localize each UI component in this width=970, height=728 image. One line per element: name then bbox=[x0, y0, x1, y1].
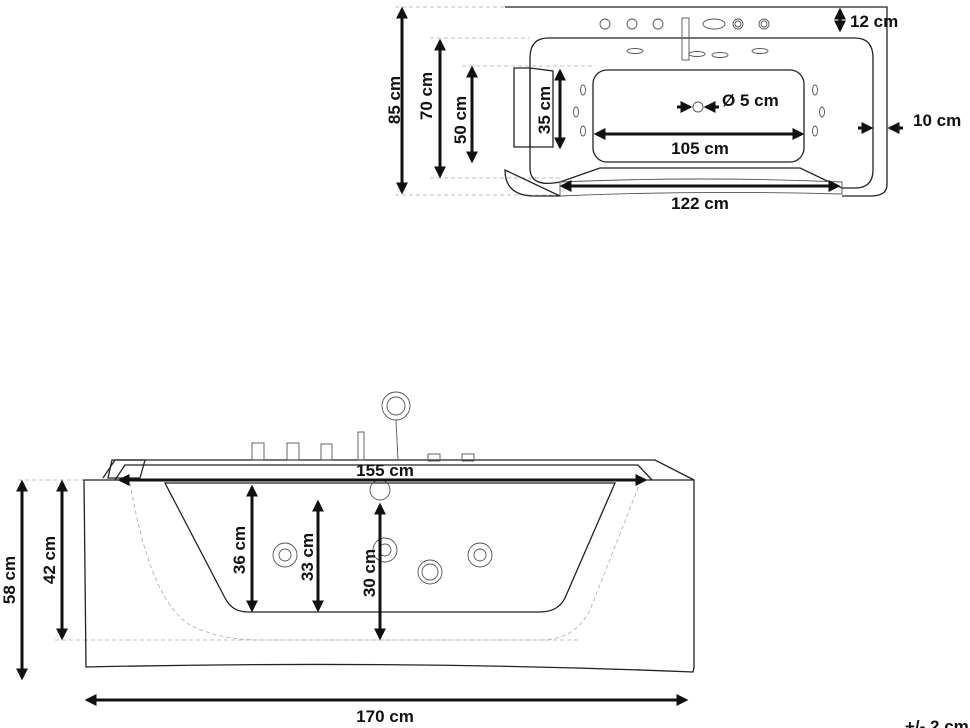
pillow-length-label: 35 cm bbox=[535, 86, 554, 134]
tolerance-label: +/- 2 cm bbox=[905, 717, 969, 728]
pillow-icon bbox=[513, 67, 554, 148]
front-view: 155 cm 170 cm 58 cm 42 cm 36 cm 33 cm 30… bbox=[0, 391, 695, 726]
taps bbox=[251, 391, 475, 462]
depth-3-label: 30 cm bbox=[360, 549, 379, 597]
total-height-label: 58 cm bbox=[0, 556, 19, 604]
top-length-label: 155 cm bbox=[356, 461, 414, 480]
top-view: 85 cm 70 cm 50 cm 35 cm Ø 5 cm 105 cm 12… bbox=[385, 6, 961, 213]
basin-length-label: 105 cm bbox=[671, 139, 729, 158]
back-rim-label: 12 cm bbox=[850, 12, 898, 31]
basin-top bbox=[592, 69, 805, 163]
depth-2-label: 33 cm bbox=[298, 533, 317, 581]
front-length-label: 122 cm bbox=[671, 194, 729, 213]
inner-rim-top bbox=[529, 37, 874, 189]
inner-height-label: 42 cm bbox=[40, 536, 59, 584]
drain-diameter-label: Ø 5 cm bbox=[722, 91, 779, 110]
depth-inner-label: 70 cm bbox=[417, 72, 436, 120]
depth-total-label: 85 cm bbox=[385, 76, 404, 124]
side-rim-label: 10 cm bbox=[913, 111, 961, 130]
depth-1-label: 36 cm bbox=[230, 526, 249, 574]
depth-basin-label: 50 cm bbox=[451, 96, 470, 144]
drain-icon bbox=[692, 101, 704, 113]
tub-outline-front bbox=[83, 479, 695, 673]
control-knobs bbox=[573, 17, 825, 137]
basin-front bbox=[163, 482, 616, 613]
tub-outline-top bbox=[504, 6, 888, 197]
total-length-label: 170 cm bbox=[356, 707, 414, 726]
